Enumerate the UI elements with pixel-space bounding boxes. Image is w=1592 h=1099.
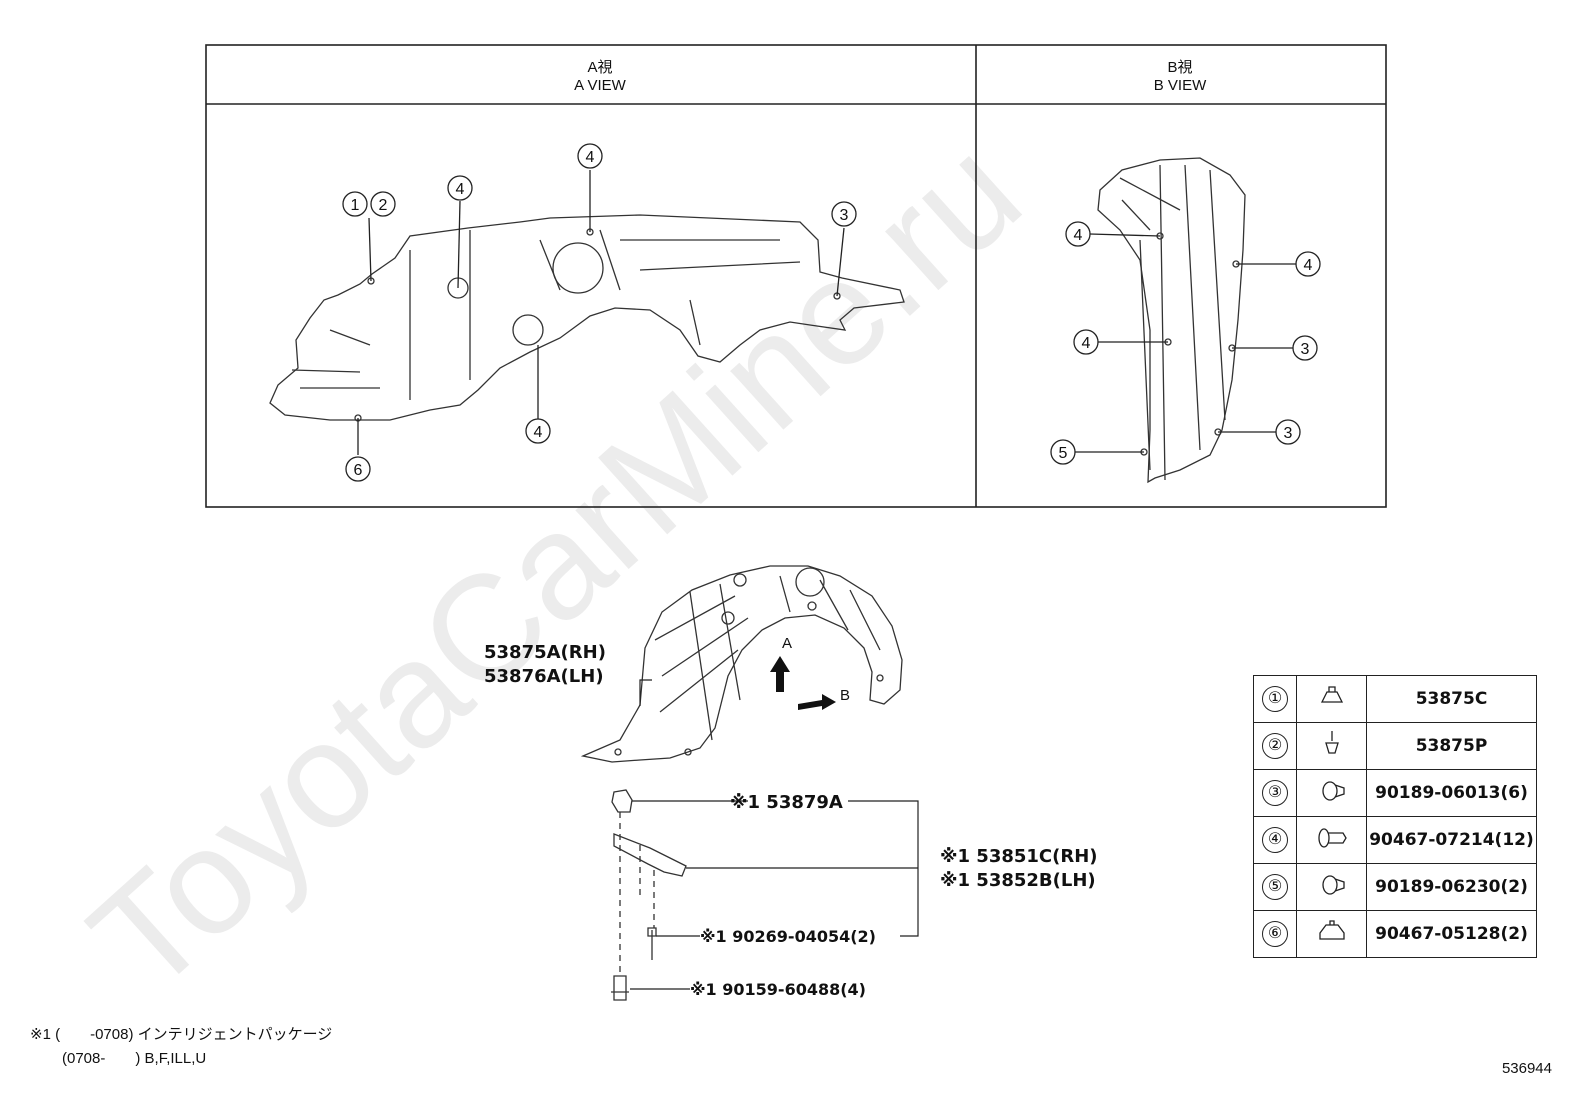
a-view-caption: A視 A VIEW bbox=[550, 56, 650, 94]
liner-rh-label: 53875A(RH) bbox=[484, 642, 606, 663]
legend-number: ④ bbox=[1262, 827, 1288, 853]
b-callout-3b: 3 bbox=[1284, 425, 1293, 442]
legend-number: ① bbox=[1262, 686, 1288, 712]
legend-row: ⑥ 90467-05128(2) bbox=[1253, 910, 1537, 958]
svg-text:1: 1 bbox=[351, 197, 360, 214]
b-view-liner-drawing bbox=[1097, 157, 1246, 484]
fender-liner-drawing bbox=[580, 565, 903, 763]
b-view-en: B VIEW bbox=[1153, 77, 1207, 94]
fastener-legend-table: ① 53875C ② 53875P ③ 90189-06013(6) ④ 904… bbox=[1253, 675, 1537, 958]
bolt-label: ※1 90159-60488(4) bbox=[690, 980, 866, 999]
watermark: ToyotaCarMine.ru bbox=[59, 107, 1051, 1024]
footnote-line-2: (0708- ) B,F,ILL,U bbox=[62, 1050, 207, 1067]
leader-lines bbox=[630, 679, 919, 990]
legend-row: ① 53875C bbox=[1253, 675, 1537, 723]
arrow-b-label: B bbox=[840, 687, 850, 704]
legend-row: ⑤ 90189-06230(2) bbox=[1253, 863, 1537, 911]
b-view-jp: B視 bbox=[1167, 59, 1193, 76]
legend-row: ③ 90189-06013(6) bbox=[1253, 769, 1537, 817]
grommet-icon bbox=[1296, 769, 1367, 817]
push-pin-icon bbox=[1296, 722, 1367, 770]
legend-part-number: 90189-06230(2) bbox=[1366, 863, 1537, 911]
grommet-icon bbox=[1296, 863, 1367, 911]
a-callout-3: 3 bbox=[840, 207, 849, 224]
svg-text:2: 2 bbox=[379, 197, 388, 214]
legend-number: ③ bbox=[1262, 780, 1288, 806]
a-view-jp: A視 bbox=[587, 59, 613, 76]
clip-icon bbox=[1296, 816, 1367, 864]
b-view-callouts bbox=[1050, 221, 1321, 465]
legend-part-number: 90467-05128(2) bbox=[1366, 910, 1537, 958]
a-callout-4c: 4 bbox=[534, 424, 543, 441]
a-callout-4b: 4 bbox=[586, 149, 595, 166]
b-callout-4c: 4 bbox=[1082, 335, 1091, 352]
legend-row: ④ 90467-07214(12) bbox=[1253, 816, 1537, 864]
arrow-a-label: A bbox=[782, 635, 792, 652]
bracket-clip-icon bbox=[1296, 910, 1367, 958]
seal-lh-label: ※1 53852B(LH) bbox=[940, 870, 1096, 891]
clip-nut-icon bbox=[1296, 675, 1367, 723]
screw-label: ※1 90269-04054(2) bbox=[700, 927, 876, 946]
a-view-en: A VIEW bbox=[574, 77, 626, 94]
a-view-callouts bbox=[342, 143, 857, 482]
view-frame bbox=[205, 44, 1387, 508]
legend-number: ⑤ bbox=[1262, 874, 1288, 900]
legend-part-number: 90467-07214(12) bbox=[1366, 816, 1537, 864]
hardware-drawing bbox=[611, 789, 687, 1001]
b-callout-5: 5 bbox=[1059, 445, 1068, 462]
legend-number: ⑥ bbox=[1262, 921, 1288, 947]
b-callout-4b: 4 bbox=[1304, 257, 1313, 274]
legend-part-number: 53875P bbox=[1366, 722, 1537, 770]
b-callout-4a: 4 bbox=[1074, 227, 1083, 244]
legend-number: ② bbox=[1262, 733, 1288, 759]
legend-part-number: 53875C bbox=[1366, 675, 1537, 723]
seal-rh-label: ※1 53851C(RH) bbox=[940, 846, 1098, 867]
footnote-line-1: ※1 ( -0708) インテリジェントパッケージ bbox=[30, 1026, 333, 1043]
figure-number: 536944 bbox=[1501, 1060, 1552, 1077]
a-callout-4a: 4 bbox=[456, 181, 465, 198]
b-view-caption: B視 B VIEW bbox=[1130, 56, 1230, 94]
legend-row: ② 53875P bbox=[1253, 722, 1537, 770]
b-callout-3a: 3 bbox=[1301, 341, 1310, 358]
a-callout-6: 6 bbox=[354, 462, 363, 479]
bracket-label: ※1 53879A bbox=[730, 792, 843, 813]
legend-part-number: 90189-06013(6) bbox=[1366, 769, 1537, 817]
direction-arrows bbox=[770, 656, 836, 710]
liner-lh-label: 53876A(LH) bbox=[484, 666, 604, 687]
